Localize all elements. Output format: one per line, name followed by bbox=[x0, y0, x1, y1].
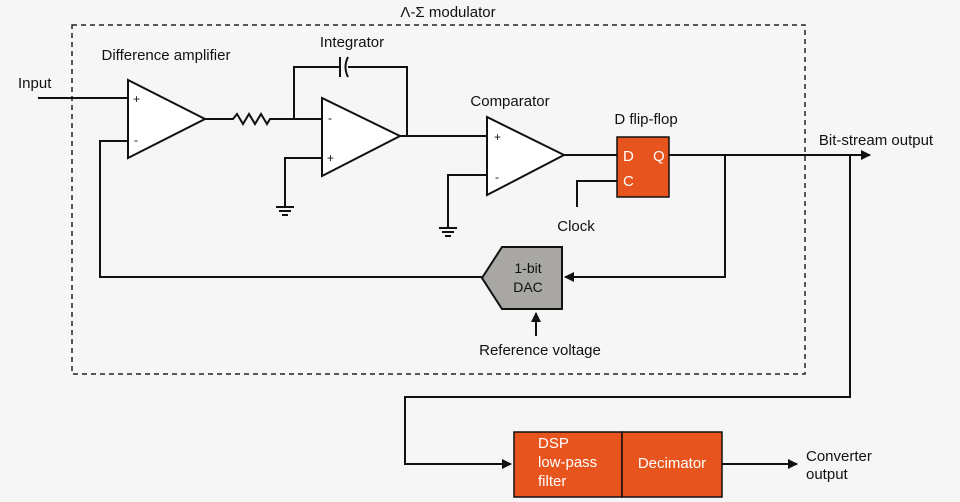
diffamp-minus-pin: - bbox=[134, 133, 138, 147]
integrator-symbol bbox=[321, 96, 403, 178]
comparator-plus-pin: + bbox=[494, 130, 501, 144]
integrator-minus-pin: - bbox=[328, 111, 332, 125]
flipflop-c-pin: C bbox=[623, 173, 634, 190]
integrator-capacitor-right-wire bbox=[348, 66, 408, 136]
modulator-boundary bbox=[71, 24, 806, 375]
integrator-label: Integrator bbox=[320, 34, 384, 51]
dac-line2: DAC bbox=[513, 279, 543, 295]
dac-to-diffamp-feedback-wire bbox=[99, 140, 482, 278]
d-flip-flop-label: D flip-flop bbox=[614, 111, 677, 128]
dsp-line1: DSP bbox=[538, 435, 569, 452]
difference-amplifier-label: Difference amplifier bbox=[102, 47, 231, 64]
converter-output-label-line2: output bbox=[806, 466, 849, 483]
flipflop-d-pin: D bbox=[623, 148, 634, 165]
integrator-capacitor-left-wire bbox=[293, 66, 340, 119]
difference-amplifier-symbol bbox=[127, 78, 208, 160]
integrator-plus-pin: + bbox=[327, 151, 334, 165]
output-to-dsp-wire bbox=[404, 155, 851, 469]
feedback-to-dac-wire bbox=[564, 155, 726, 282]
ground-symbol-1 bbox=[276, 206, 294, 216]
input-label: Input bbox=[18, 75, 52, 92]
comparator-minus-pin: - bbox=[495, 170, 499, 184]
clock-label: Clock bbox=[557, 218, 595, 235]
decimator-label: Decimator bbox=[638, 455, 706, 472]
d-flip-flop-block bbox=[616, 136, 670, 198]
dac-block bbox=[480, 246, 563, 310]
comparator-label: Comparator bbox=[470, 93, 549, 110]
converter-output-label-line1: Converter bbox=[806, 448, 872, 465]
reference-voltage-label: Reference voltage bbox=[479, 342, 601, 359]
decimator-block bbox=[621, 431, 723, 498]
comparator-symbol bbox=[486, 115, 567, 197]
clock-wire bbox=[576, 180, 617, 207]
flipflop-q-pin: Q bbox=[653, 148, 665, 165]
dsp-line3: filter bbox=[538, 473, 566, 490]
diffamp-plus-pin: + bbox=[133, 92, 140, 106]
dac-line1: 1-bit bbox=[514, 260, 541, 276]
integrator-ground-wire bbox=[284, 157, 322, 206]
ground-symbol-2 bbox=[439, 227, 457, 237]
integrator-capacitor-plate-b bbox=[344, 56, 349, 78]
modulator-title: Λ-Σ modulator bbox=[400, 4, 495, 21]
dsp-line2: low-pass bbox=[538, 454, 597, 471]
comparator-ground-wire bbox=[447, 174, 487, 227]
resistor bbox=[205, 112, 322, 126]
bitstream-output-label: Bit-stream output bbox=[819, 132, 934, 149]
